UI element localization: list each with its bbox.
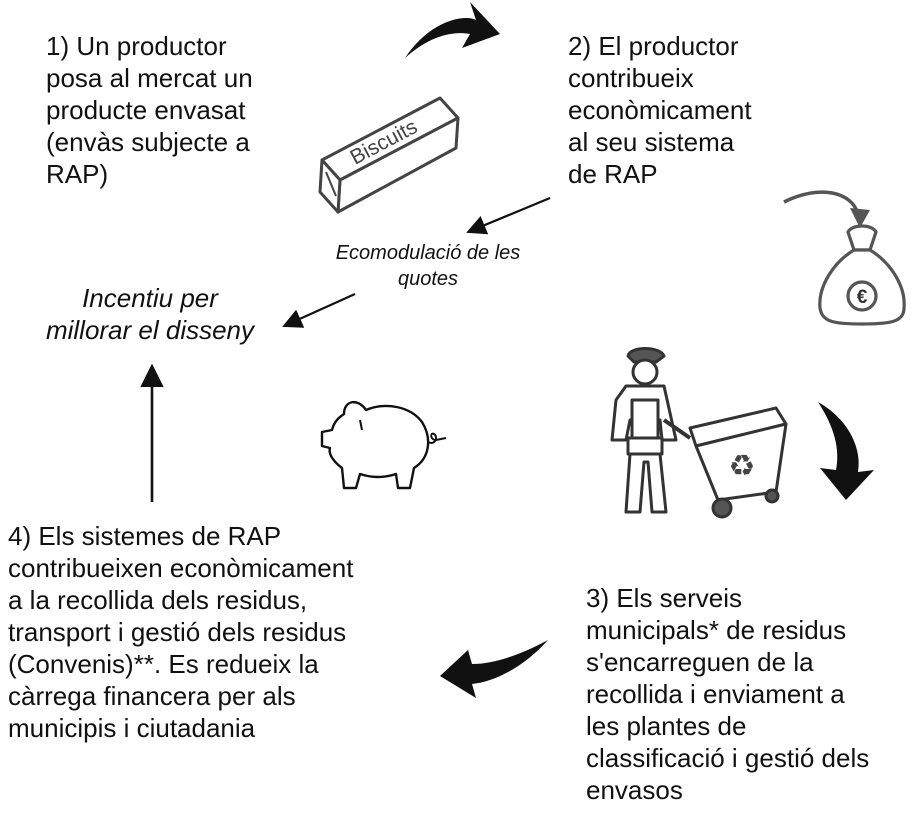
recycling-bin-icon	[688, 406, 788, 519]
arrow-to-ecomodulacio	[466, 196, 551, 235]
step-3-text: 3) Els serveis municipals* de residus s'…	[586, 583, 870, 805]
piggy-bank-icon	[320, 401, 447, 490]
euro-symbol: €	[857, 287, 868, 308]
money-bag-icon: €	[818, 224, 906, 326]
biscuit-box-icon: Biscuits	[318, 96, 460, 214]
curved-arrow-right-icon	[818, 402, 874, 500]
waste-worker-icon	[610, 347, 692, 514]
step-4-text: 4) Els sistemes de RAP contribueixen eco…	[8, 521, 354, 743]
step-1-text: 1) Un productor posa al mercat un produc…	[46, 31, 253, 189]
recycle-symbol-icon: ♻	[729, 449, 756, 484]
arrow-to-incentiu	[282, 292, 356, 328]
ecomodulacio-label: Ecomodulació de les quotes	[335, 242, 521, 290]
step-2-text: 2) El productor contribueix econòmicamen…	[568, 31, 752, 189]
curved-arrow-top-icon	[405, 2, 500, 58]
curved-arrow-bottom-icon	[440, 640, 548, 698]
small-arrow-to-bag-icon	[783, 190, 860, 215]
incentiu-label: Incentiu per millorar el disseny	[45, 283, 255, 345]
